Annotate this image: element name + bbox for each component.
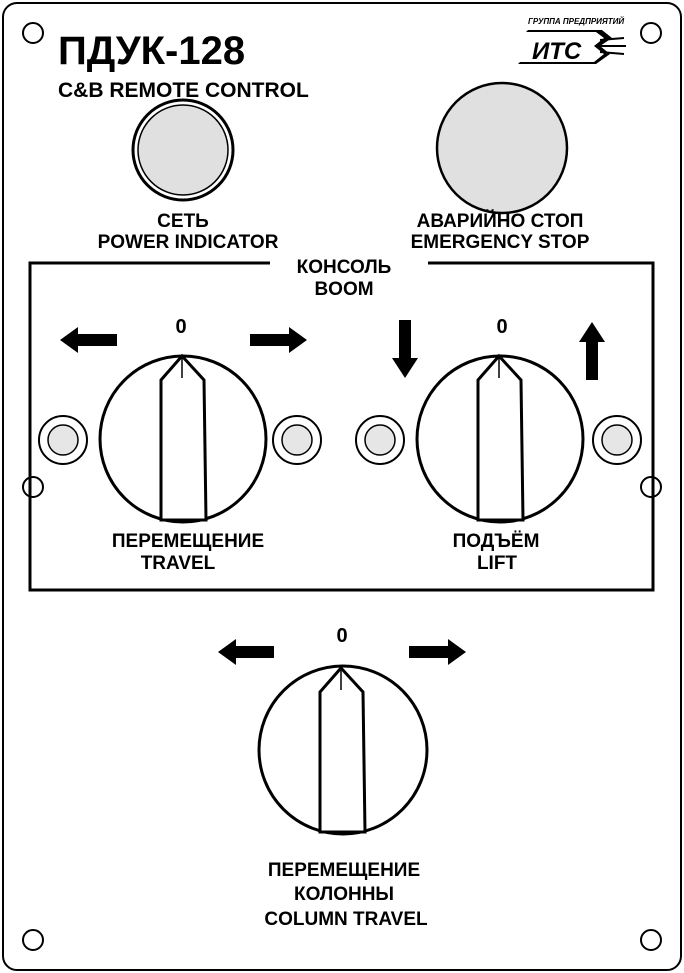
lift-indicator-right	[592, 415, 642, 465]
column-label-ru-line1: ПЕРЕМЕЩЕНИЕ	[268, 860, 420, 881]
emergency-stop-button[interactable]	[435, 81, 569, 215]
mounting-hole-icon	[22, 929, 44, 951]
travel-label-en: TRAVEL	[141, 553, 216, 574]
logo-line-icon	[599, 37, 625, 41]
logo-group-text: ГРУППА ПРЕДПРИЯТИЙ	[528, 17, 624, 26]
mounting-hole-icon	[640, 929, 662, 951]
lift-indicator-left	[355, 415, 405, 465]
indicator-lens	[47, 424, 79, 456]
panel-subtitle: C&B REMOTE CONTROL	[58, 79, 309, 102]
power-indicator-lens	[137, 104, 229, 196]
travel-indicator-left	[38, 415, 88, 465]
arrow-left-icon	[60, 327, 117, 353]
boom-label-en: BOOM	[314, 279, 373, 300]
indicator-lens	[281, 424, 313, 456]
indicator-lens	[601, 424, 633, 456]
column-label-en: COLUMN TRAVEL	[264, 909, 428, 930]
arrow-up-icon	[579, 322, 605, 380]
travel-indicator-right	[272, 415, 322, 465]
indicator-lens	[364, 424, 396, 456]
boom-label-ru: КОНСОЛЬ	[297, 257, 392, 278]
mounting-hole-icon	[22, 22, 44, 44]
travel-zero-mark: 0	[175, 316, 186, 338]
travel-selector-handle[interactable]	[159, 353, 208, 522]
lift-selector-handle[interactable]	[476, 353, 525, 522]
arrow-down-icon	[392, 320, 418, 378]
lift-zero-mark: 0	[496, 316, 507, 338]
lift-label-en: LIFT	[477, 553, 517, 574]
arrow-left-icon	[218, 639, 274, 665]
its-logo: ГРУППА ПРЕДПРИЯТИЙ ИТС	[518, 17, 626, 65]
emergency-label-en: EMERGENCY STOP	[411, 232, 590, 253]
column-zero-mark: 0	[336, 625, 347, 647]
logo-text: ИТС	[532, 38, 582, 65]
arrow-right-icon	[409, 639, 466, 665]
mounting-hole-icon	[22, 476, 44, 498]
column-label-ru-line2: КОЛОННЫ	[294, 884, 394, 905]
travel-label-ru: ПЕРЕМЕЩЕНИЕ	[112, 531, 264, 552]
model-title: ПДУК-128	[58, 29, 245, 73]
column-selector-handle[interactable]	[318, 665, 367, 834]
logo-line-icon	[599, 51, 625, 55]
arrow-right-icon	[250, 327, 307, 353]
logo-swoosh-icon	[518, 30, 612, 64]
boom-frame	[28, 261, 655, 592]
emergency-label-ru: АВАРИЙНО СТОП	[417, 210, 584, 232]
power-label-ru: СЕТЬ	[157, 211, 209, 232]
power-label-en: POWER INDICATOR	[98, 232, 279, 253]
mounting-hole-icon	[640, 22, 662, 44]
mounting-hole-icon	[640, 476, 662, 498]
lift-label-ru: ПОДЪЁМ	[453, 531, 540, 552]
